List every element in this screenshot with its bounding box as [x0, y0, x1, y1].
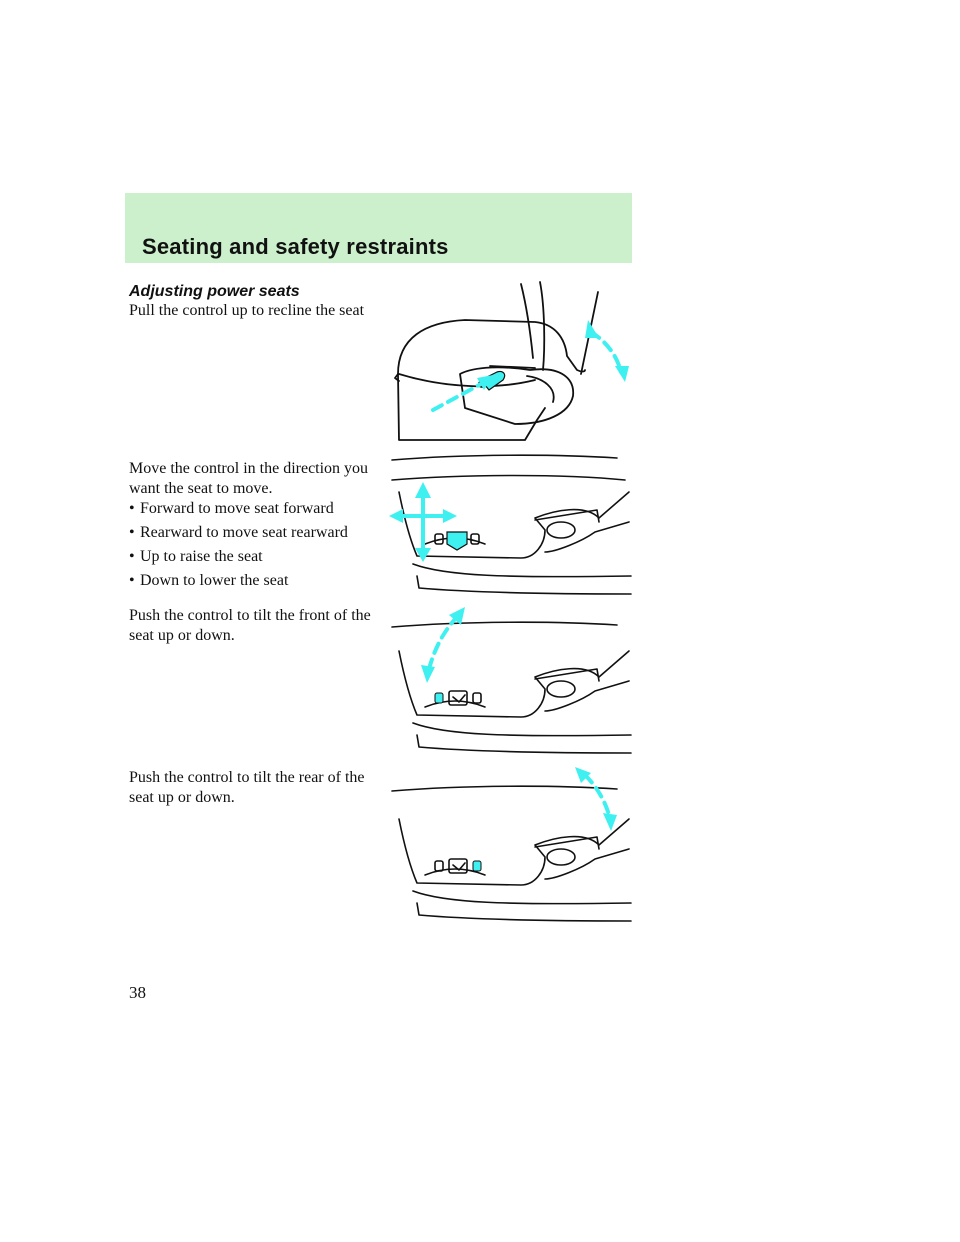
- bullet-text: Down to lower the seat: [140, 572, 289, 589]
- section-header-band: [125, 193, 632, 263]
- four-way-adjust-drawing: [389, 454, 632, 595]
- tilt-rear-illustration: [385, 763, 645, 933]
- bullet-dot: •: [129, 500, 135, 517]
- bullet-text: Up to raise the seat: [140, 548, 263, 565]
- bullet-text: Forward to move seat forward: [140, 500, 334, 517]
- tilt-front-instruction: Push the control to tilt the front of th…: [129, 607, 371, 644]
- list-item: • Down to lower the seat: [129, 571, 389, 595]
- list-item: • Forward to move seat forward: [129, 499, 389, 523]
- recline-lever-drawing: [394, 281, 629, 441]
- tilt-rear-instruction: Push the control to tilt the rear of the…: [129, 769, 365, 806]
- bullet-dot: •: [129, 524, 135, 541]
- list-item: • Up to raise the seat: [129, 547, 389, 571]
- tilt-front-illustration: [385, 603, 645, 763]
- page-number: 38: [129, 983, 146, 1002]
- recline-instruction: Pull the control up to recline the seat: [129, 302, 365, 319]
- direction-bullet-list: • Forward to move seat forward • Rearward …: [129, 499, 389, 595]
- list-item: • Rearward to move seat rearward: [129, 523, 389, 547]
- bullet-text: Rearward to move seat rearward: [140, 524, 348, 541]
- four-way-adjust-illustration: [385, 452, 645, 602]
- bullet-dot: •: [129, 572, 135, 589]
- move-instruction: Move the control in the direction you wa…: [129, 460, 369, 497]
- tilt-front-drawing: [391, 607, 632, 754]
- tilt-rear-drawing: [391, 767, 632, 922]
- recline-lever-illustration: [385, 278, 645, 448]
- section-header-title: Seating and safety restraints: [142, 234, 449, 259]
- subsection-heading: Adjusting power seats: [129, 283, 300, 300]
- bullet-dot: •: [129, 548, 135, 565]
